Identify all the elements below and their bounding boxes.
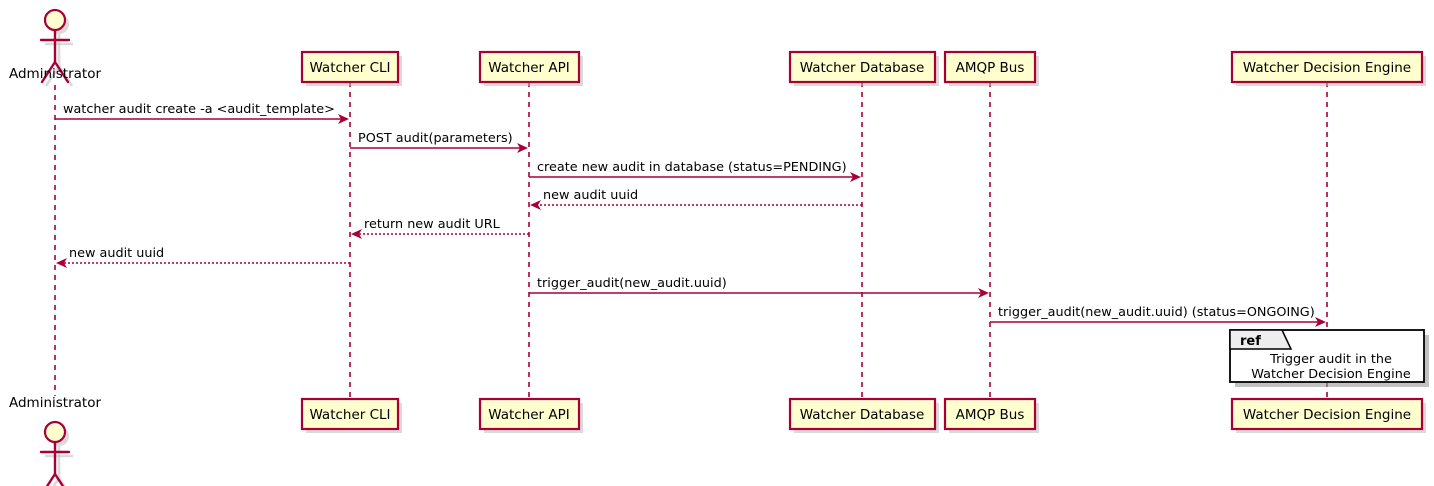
message-2: POST audit(parameters) [350, 131, 528, 153]
message-label: watcher audit create -a <audit_template> [63, 102, 335, 117]
participant-label: AMQP Bus [956, 60, 1025, 76]
participant-label: Watcher API [488, 60, 570, 76]
message-4: new audit uuid [530, 188, 862, 210]
participant-watcher-cli[interactable]: Watcher CLI [300, 397, 402, 433]
participant-watcher-api[interactable]: Watcher API [478, 50, 583, 86]
message-arrowhead [56, 258, 67, 268]
participant-label: Watcher Decision Engine [1243, 60, 1411, 76]
ref-keyword-label: ref [1240, 334, 1261, 349]
participant-amqp-bus[interactable]: AMQP Bus [943, 397, 1039, 433]
participant-box[interactable] [788, 397, 937, 431]
messages-layer: watcher audit create -a <audit_template>… [55, 102, 1326, 327]
participant-label: Watcher Database [800, 60, 925, 76]
ref-block-tab [1229, 329, 1293, 350]
message-arrowhead [530, 200, 541, 210]
participant-label: Watcher Database [800, 407, 925, 423]
message-7: trigger_audit(new_audit.uuid) [529, 276, 989, 298]
participant-label: Watcher CLI [309, 407, 390, 423]
message-label: return new audit URL [364, 217, 501, 232]
participant-box[interactable] [1230, 397, 1424, 431]
message-arrowhead [850, 172, 861, 182]
actor-administrator[interactable]: Administrator [9, 8, 101, 87]
actor-label: Administrator [9, 395, 101, 411]
message-arrowhead [351, 229, 362, 239]
participant-watcher-decision-engine[interactable]: Watcher Decision Engine [1230, 50, 1426, 86]
participant-label: AMQP Bus [956, 407, 1025, 423]
participant-label: Watcher API [488, 407, 570, 423]
participant-box[interactable] [478, 397, 581, 431]
message-3: create new audit in database (status=PEN… [529, 160, 861, 182]
actor-administrator[interactable]: Administrator [9, 395, 101, 486]
lifelines-layer [54, 82, 1328, 399]
participant-box[interactable] [943, 50, 1037, 84]
ref-body-line: Watcher Decision Engine [1251, 367, 1411, 382]
message-label: create new audit in database (status=PEN… [537, 160, 847, 175]
message-label: trigger_audit(new_audit.uuid) [537, 276, 727, 291]
participant-amqp-bus[interactable]: AMQP Bus [943, 50, 1039, 86]
participant-box[interactable] [478, 50, 581, 84]
message-label: new audit uuid [69, 246, 164, 261]
message-label: trigger_audit(new_audit.uuid) (status=ON… [998, 305, 1315, 320]
actor-label: Administrator [9, 66, 101, 82]
message-1: watcher audit create -a <audit_template> [55, 102, 349, 124]
message-label: POST audit(parameters) [358, 131, 513, 146]
message-arrowhead [338, 114, 349, 124]
message-arrowhead [517, 143, 528, 153]
participant-box[interactable] [788, 50, 937, 84]
message-6: new audit uuid [56, 246, 350, 268]
actor-legs [40, 60, 70, 84]
participant-label: Watcher Decision Engine [1243, 407, 1411, 423]
message-label: new audit uuid [543, 188, 638, 203]
message-arrowhead [1315, 317, 1326, 327]
participant-watcher-decision-engine[interactable]: Watcher Decision Engine [1230, 397, 1426, 433]
ref-body-line: Trigger audit in the [1269, 352, 1392, 367]
participant-box[interactable] [1230, 50, 1424, 84]
participant-watcher-database[interactable]: Watcher Database [788, 397, 939, 433]
participant-box[interactable] [300, 397, 400, 431]
participant-box[interactable] [300, 50, 400, 84]
participant-watcher-database[interactable]: Watcher Database [788, 50, 939, 86]
participant-box[interactable] [943, 397, 1037, 431]
participant-label: Watcher CLI [309, 60, 390, 76]
message-arrowhead [978, 288, 989, 298]
actor-head [43, 420, 67, 444]
participant-watcher-cli[interactable]: Watcher CLI [300, 50, 402, 86]
actor-legs [45, 472, 65, 486]
message-5: return new audit URL [351, 217, 529, 239]
participant-watcher-api[interactable]: Watcher API [478, 397, 583, 433]
actor-head [43, 8, 67, 32]
message-8: trigger_audit(new_audit.uuid) (status=ON… [990, 305, 1326, 327]
